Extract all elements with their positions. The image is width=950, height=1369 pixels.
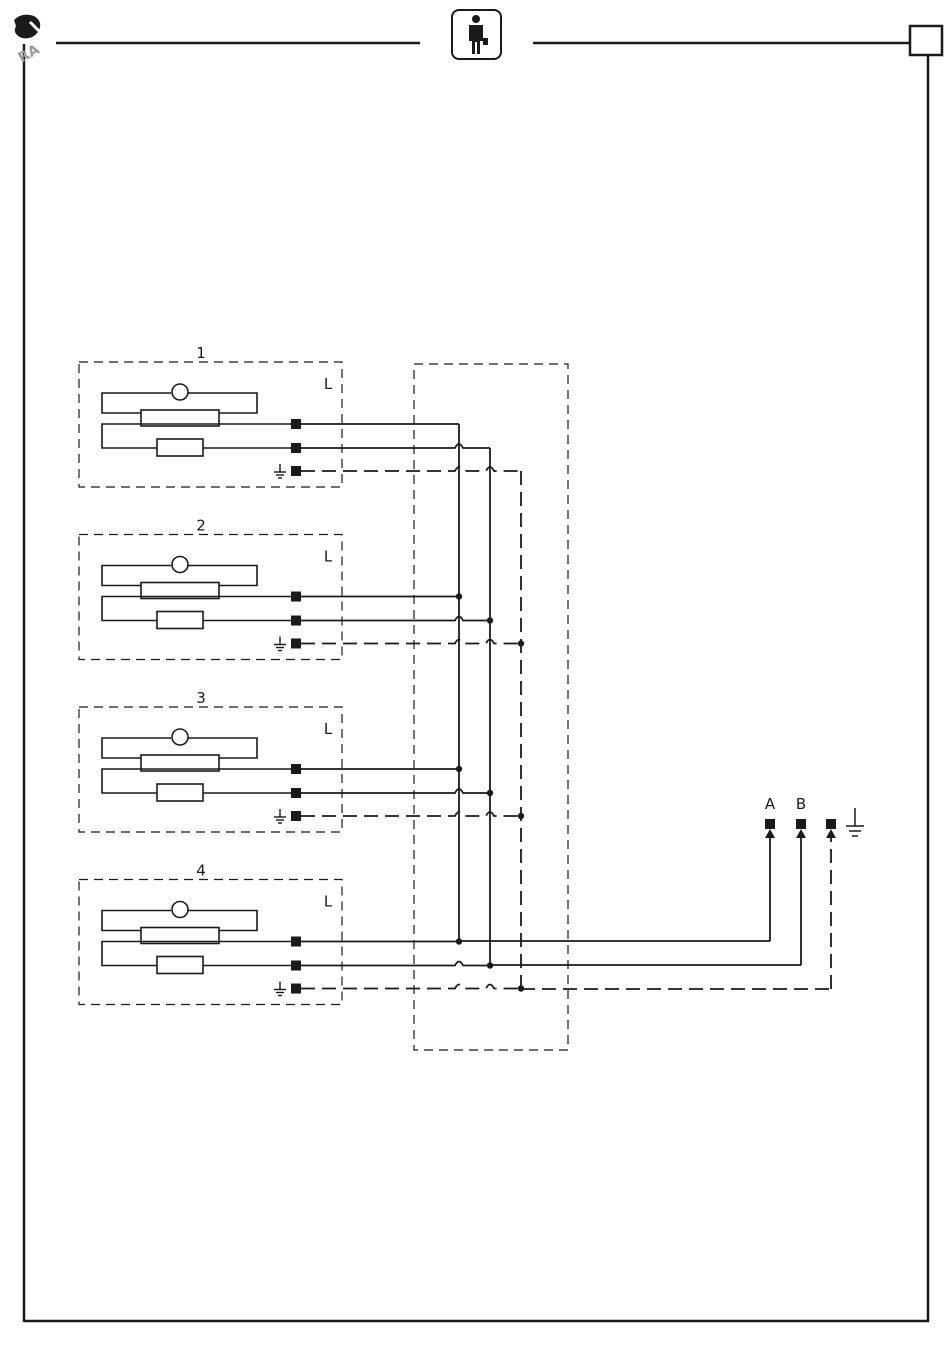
wire-earth [301, 812, 521, 816]
terminal-b-arrow [796, 829, 806, 838]
junction-dot [487, 962, 493, 968]
brand-logo-text: RA [16, 42, 43, 67]
starter-element [157, 439, 203, 456]
bus-wires [459, 424, 521, 989]
module-terminal-3 [291, 984, 301, 994]
terminal-a [765, 819, 775, 829]
output-feed [459, 836, 831, 989]
module-tag: L [324, 720, 333, 738]
module-number: 1 [196, 344, 206, 362]
junction-dot [456, 593, 462, 599]
wire-line-2 [301, 444, 490, 448]
module-terminal-3 [291, 466, 301, 476]
wire-line-2 [301, 789, 490, 793]
starter-element [157, 784, 203, 801]
module-terminal-2 [291, 443, 301, 453]
module-terminal-1 [291, 764, 301, 774]
lamp-module-1: 1L [79, 344, 521, 487]
ground-icon [274, 637, 286, 651]
ground-icon [846, 808, 864, 836]
terminal-b-label: B [796, 795, 806, 813]
lamp-icon [172, 557, 188, 573]
lamp-module-3: 3L [79, 689, 521, 832]
module-terminal-2 [291, 788, 301, 798]
ground-icon [274, 809, 286, 823]
wire-earth [301, 640, 521, 644]
page-frame [24, 43, 929, 1322]
module-terminal-1 [291, 592, 301, 602]
module-number: 3 [196, 689, 206, 707]
junction-dot [518, 813, 524, 819]
module-terminal-1 [291, 419, 301, 429]
wire-line-2 [301, 962, 490, 966]
junction-dot [518, 985, 524, 991]
terminal-b [796, 819, 806, 829]
ground-icon [274, 982, 286, 996]
supply-terminals: A B [765, 795, 864, 838]
lamp-icon [172, 384, 188, 400]
lamp-module-4: 4L [79, 862, 521, 1005]
junction-dot [487, 790, 493, 796]
terminal-a-label: A [765, 795, 776, 813]
page-number-box [910, 26, 942, 55]
wire-earth [301, 985, 521, 989]
terminal-earth [826, 819, 836, 829]
module-tag: L [324, 548, 333, 566]
technician-icon [452, 10, 501, 59]
module-terminal-3 [291, 811, 301, 821]
junction-dot [487, 617, 493, 623]
brand-logo: RA [14, 15, 42, 67]
starter-element [157, 957, 203, 974]
terminal-earth-arrow [826, 829, 836, 838]
module-terminal-1 [291, 937, 301, 947]
terminal-a-arrow [765, 829, 775, 838]
module-tag: L [324, 375, 333, 393]
module-tag: L [324, 893, 333, 911]
module-terminal-3 [291, 639, 301, 649]
module-number: 2 [196, 517, 206, 535]
starter-element [157, 612, 203, 629]
module-terminal-2 [291, 961, 301, 971]
module-number: 4 [196, 862, 206, 880]
lamp-icon [172, 902, 188, 918]
wire-line-2 [301, 617, 490, 621]
junction-dot [518, 640, 524, 646]
junction-dot [456, 766, 462, 772]
wire-earth [301, 467, 521, 471]
ground-icon [274, 464, 286, 478]
module-terminal-2 [291, 616, 301, 626]
junction-dot [456, 938, 462, 944]
lamp-module-2: 2L [79, 517, 521, 660]
lamp-icon [172, 729, 188, 745]
